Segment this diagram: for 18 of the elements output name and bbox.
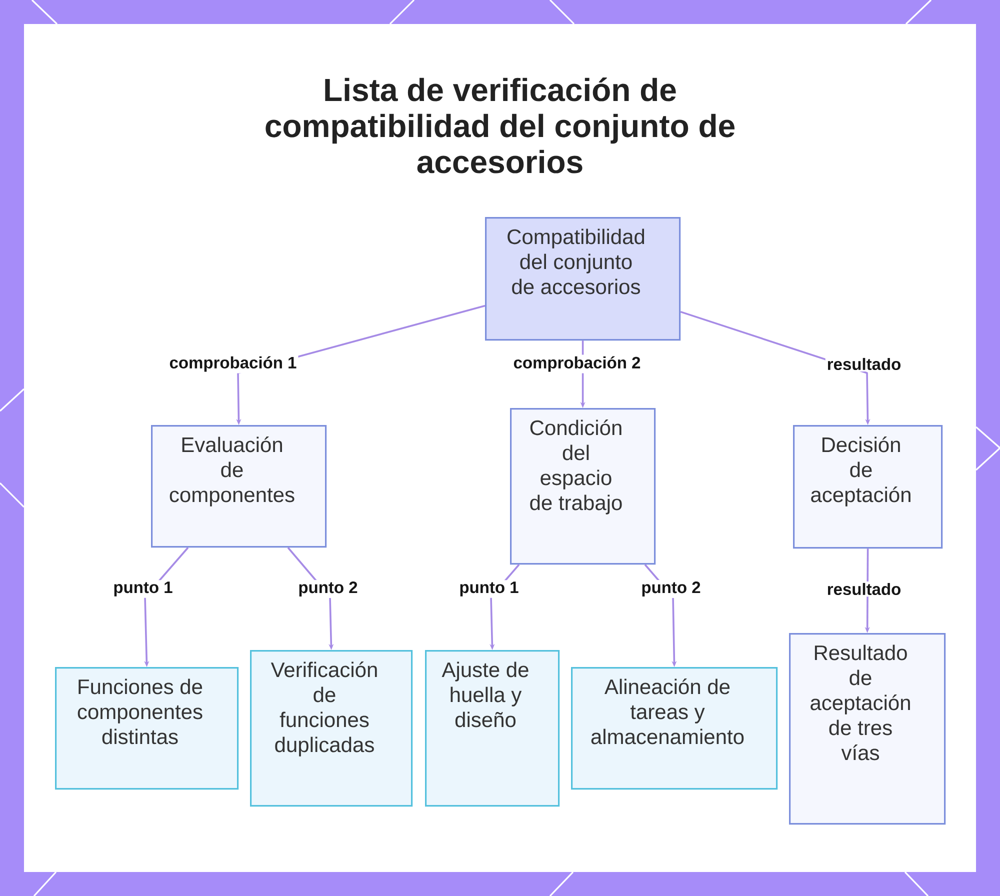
process-box: Condición del espacio de trabajo xyxy=(510,408,656,565)
edge-label: comprobación 1 xyxy=(168,354,298,374)
edge-label: punto 2 xyxy=(296,580,360,598)
edge-label: comprobación 2 xyxy=(512,354,642,374)
edge-label: resultado xyxy=(825,356,903,372)
process-box: Ajuste de huella y diseño xyxy=(425,650,560,807)
process-box: Compatibilidad del conjunto de accesorios xyxy=(485,217,681,341)
edge-label: punto 1 xyxy=(458,580,520,598)
process-box: Evaluación de componentes xyxy=(151,425,327,548)
edge-label: punto 1 xyxy=(112,580,174,598)
process-box: Decisión de aceptación xyxy=(793,425,943,549)
process-box: Verificación de funciones duplicadas xyxy=(250,650,413,807)
edge-label: resultado xyxy=(825,581,903,597)
process-box: Alineación de tareas y almacenamiento xyxy=(571,667,778,790)
edge-label: punto 2 xyxy=(640,580,702,598)
process-box: Resultado de aceptación de tres vías xyxy=(789,633,946,825)
title: Lista de verificación de compatibilidad del conjunto de accesorios xyxy=(266,78,735,174)
process-box: Funciones de componentes distintas xyxy=(55,667,239,790)
